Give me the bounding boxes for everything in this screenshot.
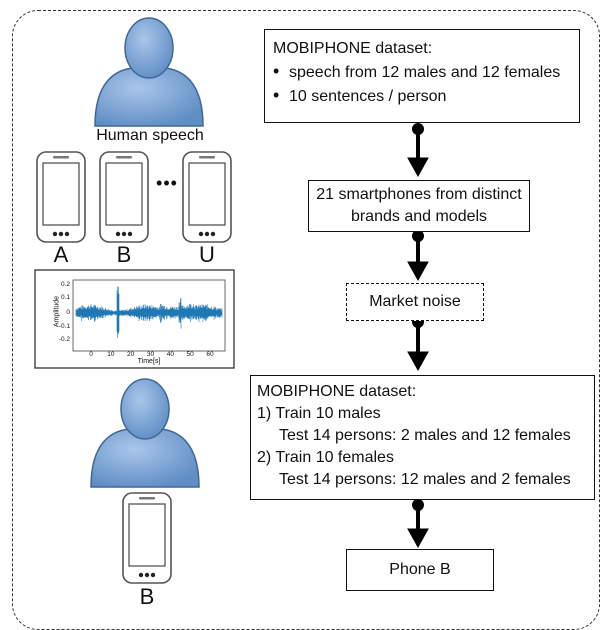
dataset-title: MOBIPHONE dataset: bbox=[273, 40, 433, 57]
arrow-4 bbox=[407, 499, 429, 549]
phone-b-label: Phone B bbox=[389, 561, 451, 578]
dataset-box: MOBIPHONE dataset: •speech from 12 males… bbox=[264, 29, 580, 123]
arrow-3 bbox=[407, 316, 429, 372]
phone-label-b: B bbox=[116, 242, 132, 267]
waveform-xtick: 40 bbox=[166, 351, 174, 358]
train-males: 1) Train 10 males bbox=[257, 405, 381, 422]
phone-label-a: A bbox=[53, 242, 69, 267]
waveform-ytick: 0.1 bbox=[60, 294, 70, 301]
waveform-xtick: 10 bbox=[107, 351, 115, 358]
human-speech-label: Human speech bbox=[96, 127, 204, 144]
arrows bbox=[407, 123, 429, 549]
test-females: Test 14 persons: 12 males and 2 females bbox=[279, 471, 571, 488]
waveform-ytick: 0 bbox=[66, 309, 70, 316]
arrow-1 bbox=[407, 123, 429, 178]
waveform-xtick: 60 bbox=[206, 351, 214, 358]
phone-b-bottom-icon bbox=[122, 492, 172, 584]
waveform-xtick: 20 bbox=[127, 351, 135, 358]
listener-icon bbox=[90, 378, 200, 488]
phone-u-icon bbox=[182, 151, 232, 243]
waveform-plot bbox=[34, 269, 235, 369]
speaker-icon bbox=[94, 17, 204, 127]
smartphones-line-2: brands and models bbox=[350, 208, 488, 225]
train-females: 2) Train 10 females bbox=[257, 449, 394, 466]
smartphones-box: 21 smartphones from distinct brands and … bbox=[308, 180, 530, 232]
waveform-ytick: 0.2 bbox=[60, 281, 70, 288]
waveform-xtick: 50 bbox=[186, 351, 194, 358]
smartphones-line-1: 21 smartphones from distinct bbox=[316, 186, 522, 203]
waveform-signal bbox=[75, 286, 223, 338]
phone-b-icon bbox=[99, 151, 149, 243]
waveform-xlabel: Time[s] bbox=[137, 358, 161, 365]
test-males: Test 14 persons: 2 males and 12 females bbox=[279, 427, 571, 444]
train-test-title: MOBIPHONE dataset: bbox=[257, 383, 417, 400]
dataset-bullet-1: •speech from 12 males and 12 females bbox=[273, 61, 561, 81]
waveform-ytick: -0.2 bbox=[58, 336, 70, 343]
market-noise-label: Market noise bbox=[369, 293, 461, 310]
train-test-box: MOBIPHONE dataset: 1) Train 10 males Tes… bbox=[250, 375, 595, 500]
waveform-ytick: -0.1 bbox=[58, 323, 70, 330]
diagram-graphics bbox=[34, 17, 429, 584]
phone-b-box: Phone B bbox=[346, 549, 494, 591]
waveform-xtick: 0 bbox=[89, 351, 93, 358]
arrow-2 bbox=[407, 230, 429, 282]
market-noise-box: Market noise bbox=[346, 283, 484, 321]
dataset-bullet-2: •10 sentences / person bbox=[273, 85, 447, 105]
phone-label-u: U bbox=[199, 242, 215, 267]
phone-a-icon bbox=[36, 151, 86, 243]
waveform-xtick: 30 bbox=[146, 351, 155, 358]
ellipsis: ••• bbox=[156, 173, 178, 193]
bottom-phone-label-b: B bbox=[139, 584, 155, 609]
